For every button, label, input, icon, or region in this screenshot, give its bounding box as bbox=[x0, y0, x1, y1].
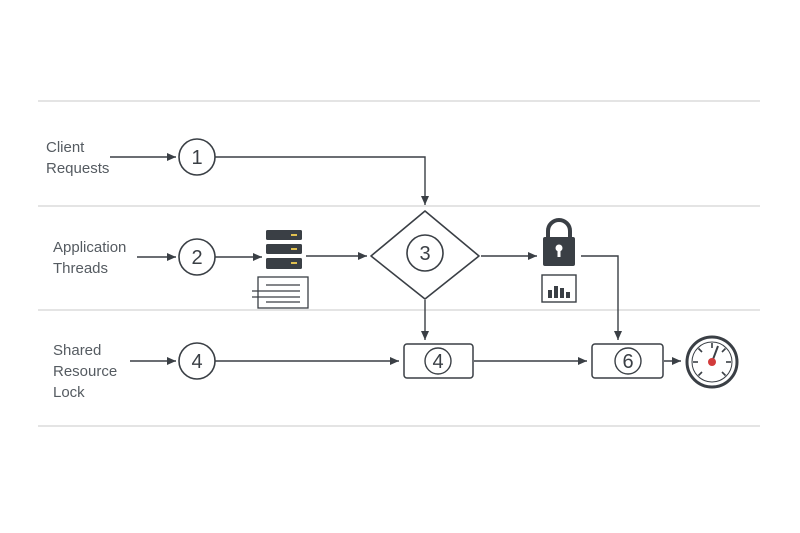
decision-node-3: 3 bbox=[370, 210, 480, 300]
bar-chart-icon bbox=[541, 274, 577, 303]
node-circle-1: 1 bbox=[178, 138, 216, 176]
node-circle-4: 4 bbox=[178, 342, 216, 380]
arrow-lock-to-box-6 bbox=[581, 255, 622, 340]
process-box-6-label: 6 bbox=[622, 351, 633, 373]
speedometer-gauge-icon bbox=[685, 335, 739, 389]
node-circle-2: 2 bbox=[178, 238, 216, 276]
process-box-4-label: 4 bbox=[432, 351, 443, 373]
arrow-1-to-decision bbox=[215, 156, 429, 205]
lane-label-shared-resource-lock: Shared Resource Lock bbox=[53, 342, 118, 401]
lane-label-client-requests: Client Requests bbox=[46, 139, 110, 177]
node-circle-2-label: 2 bbox=[191, 247, 202, 269]
process-box-4: 4 bbox=[403, 343, 474, 379]
lane-label-application-threads: Application Threads bbox=[53, 239, 127, 277]
node-circle-1-label: 1 bbox=[191, 147, 202, 169]
node-circle-4-label: 4 bbox=[191, 351, 202, 373]
decision-node-3-label: 3 bbox=[419, 243, 430, 265]
server-stack-icon bbox=[266, 230, 302, 269]
document-lines-icon bbox=[252, 276, 309, 309]
process-box-6: 6 bbox=[591, 343, 664, 379]
padlock-icon bbox=[543, 218, 575, 266]
